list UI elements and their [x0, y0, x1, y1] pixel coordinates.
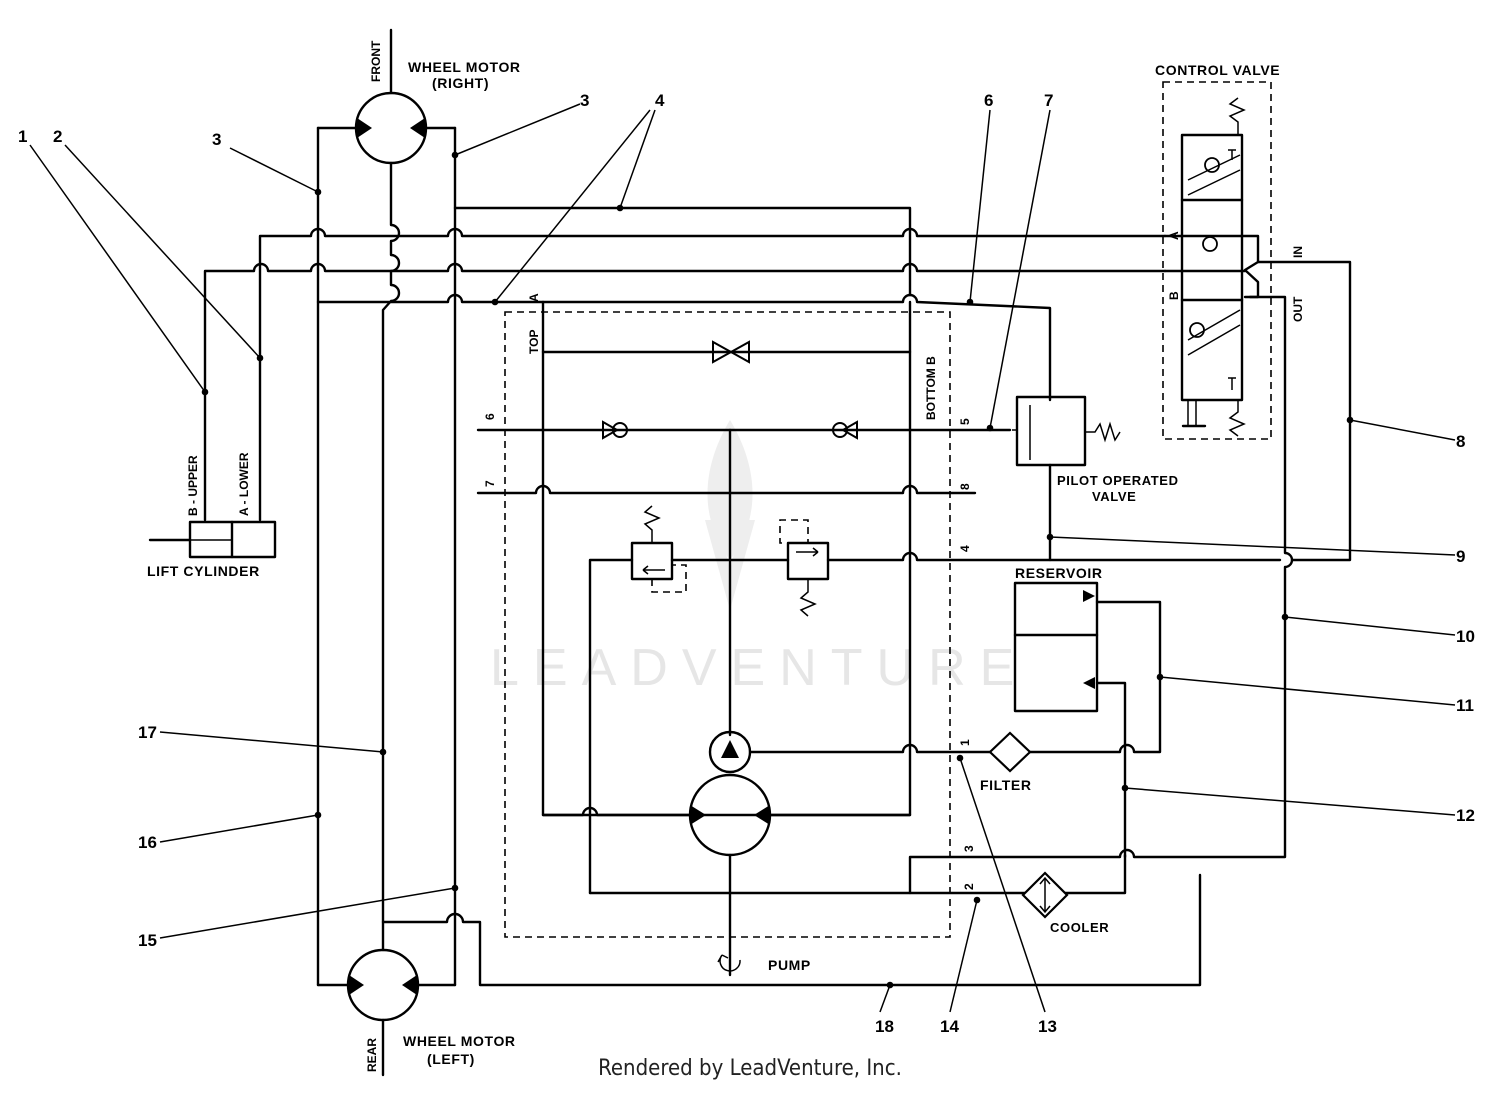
- reservoir: [1013, 581, 1162, 859]
- pilot-valve-label-1: PILOT OPERATED: [1057, 473, 1179, 488]
- b-upper-label: B - UPPER: [186, 455, 200, 516]
- pump-port-2: 2: [962, 883, 976, 890]
- callout-16: 16: [138, 833, 157, 852]
- callout-15: 15: [138, 931, 157, 950]
- wheel-motor-right: [316, 28, 457, 165]
- callout-10: 10: [1456, 627, 1475, 646]
- front-label: FRONT: [369, 40, 383, 82]
- pump-port-6: 6: [483, 413, 497, 420]
- wheel-motor-right-label-1: WHEEL MOTOR: [408, 59, 521, 75]
- pump-port-7: 7: [483, 480, 497, 487]
- a-lower-label: A - LOWER: [237, 452, 251, 516]
- callout-2: 2: [53, 127, 62, 146]
- valve-b-label: B: [1167, 291, 1181, 300]
- lift-cylinder-label: LIFT CYLINDER: [147, 563, 260, 579]
- bottom-b-label: BOTTOM B: [924, 356, 938, 420]
- cooler-label: COOLER: [1050, 920, 1109, 935]
- filter: [988, 731, 1032, 773]
- cooler: [1021, 871, 1069, 919]
- pump-port-1: 1: [958, 739, 972, 746]
- watermark-text: LEADVENTURE: [490, 639, 1028, 697]
- pump-port-5: 5: [958, 418, 972, 425]
- callout-7: 7: [1044, 91, 1053, 110]
- callout-13: 13: [1038, 1017, 1057, 1036]
- valve-out-label: OUT: [1291, 296, 1305, 322]
- pilot-valve-label-2: VALVE: [1092, 489, 1136, 504]
- control-valve: [1162, 81, 1352, 562]
- wheel-motor-left-label-1: WHEEL MOTOR: [403, 1033, 516, 1049]
- reservoir-label: RESERVOIR: [1015, 565, 1103, 581]
- callout-6: 6: [984, 91, 993, 110]
- control-valve-label: CONTROL VALVE: [1155, 62, 1280, 78]
- leader-lines: [29, 103, 1456, 1013]
- callout-3-left: 3: [212, 130, 221, 149]
- pilot-operated-valve: [988, 395, 1121, 562]
- footer-credit: Rendered by LeadVenture, Inc.: [598, 1056, 902, 1081]
- callout-17: 17: [138, 723, 157, 742]
- callout-18: 18: [875, 1017, 894, 1036]
- callout-8: 8: [1456, 432, 1465, 451]
- rear-label: REAR: [365, 1038, 379, 1072]
- wheel-motor-left-label-2: (LEFT): [427, 1051, 475, 1067]
- watermark: LEADVENTURE: [490, 420, 1028, 697]
- lift-cylinder: [148, 520, 277, 559]
- top-label: TOP: [527, 330, 541, 354]
- pump-housing-outline: [504, 311, 951, 938]
- port-a-label: A: [527, 293, 541, 302]
- callout-3-right: 3: [580, 91, 589, 110]
- pump-port-3: 3: [962, 845, 976, 852]
- callout-9: 9: [1456, 547, 1465, 566]
- pump-port-4: 4: [958, 545, 972, 552]
- pump-port-8: 8: [958, 483, 972, 490]
- callout-1: 1: [18, 127, 27, 146]
- pump-internal: [476, 295, 1294, 977]
- valve-a-label: A: [1167, 231, 1181, 240]
- pump-label: PUMP: [768, 957, 811, 973]
- main-lines: [203, 126, 1202, 987]
- filter-label: FILTER: [980, 777, 1032, 793]
- wheel-motor-right-label-2: (RIGHT): [432, 75, 489, 91]
- callout-14: 14: [940, 1017, 959, 1036]
- callout-11: 11: [1456, 696, 1474, 715]
- callout-12: 12: [1456, 806, 1475, 825]
- callout-4: 4: [655, 91, 665, 110]
- valve-in-label: IN: [1291, 246, 1305, 258]
